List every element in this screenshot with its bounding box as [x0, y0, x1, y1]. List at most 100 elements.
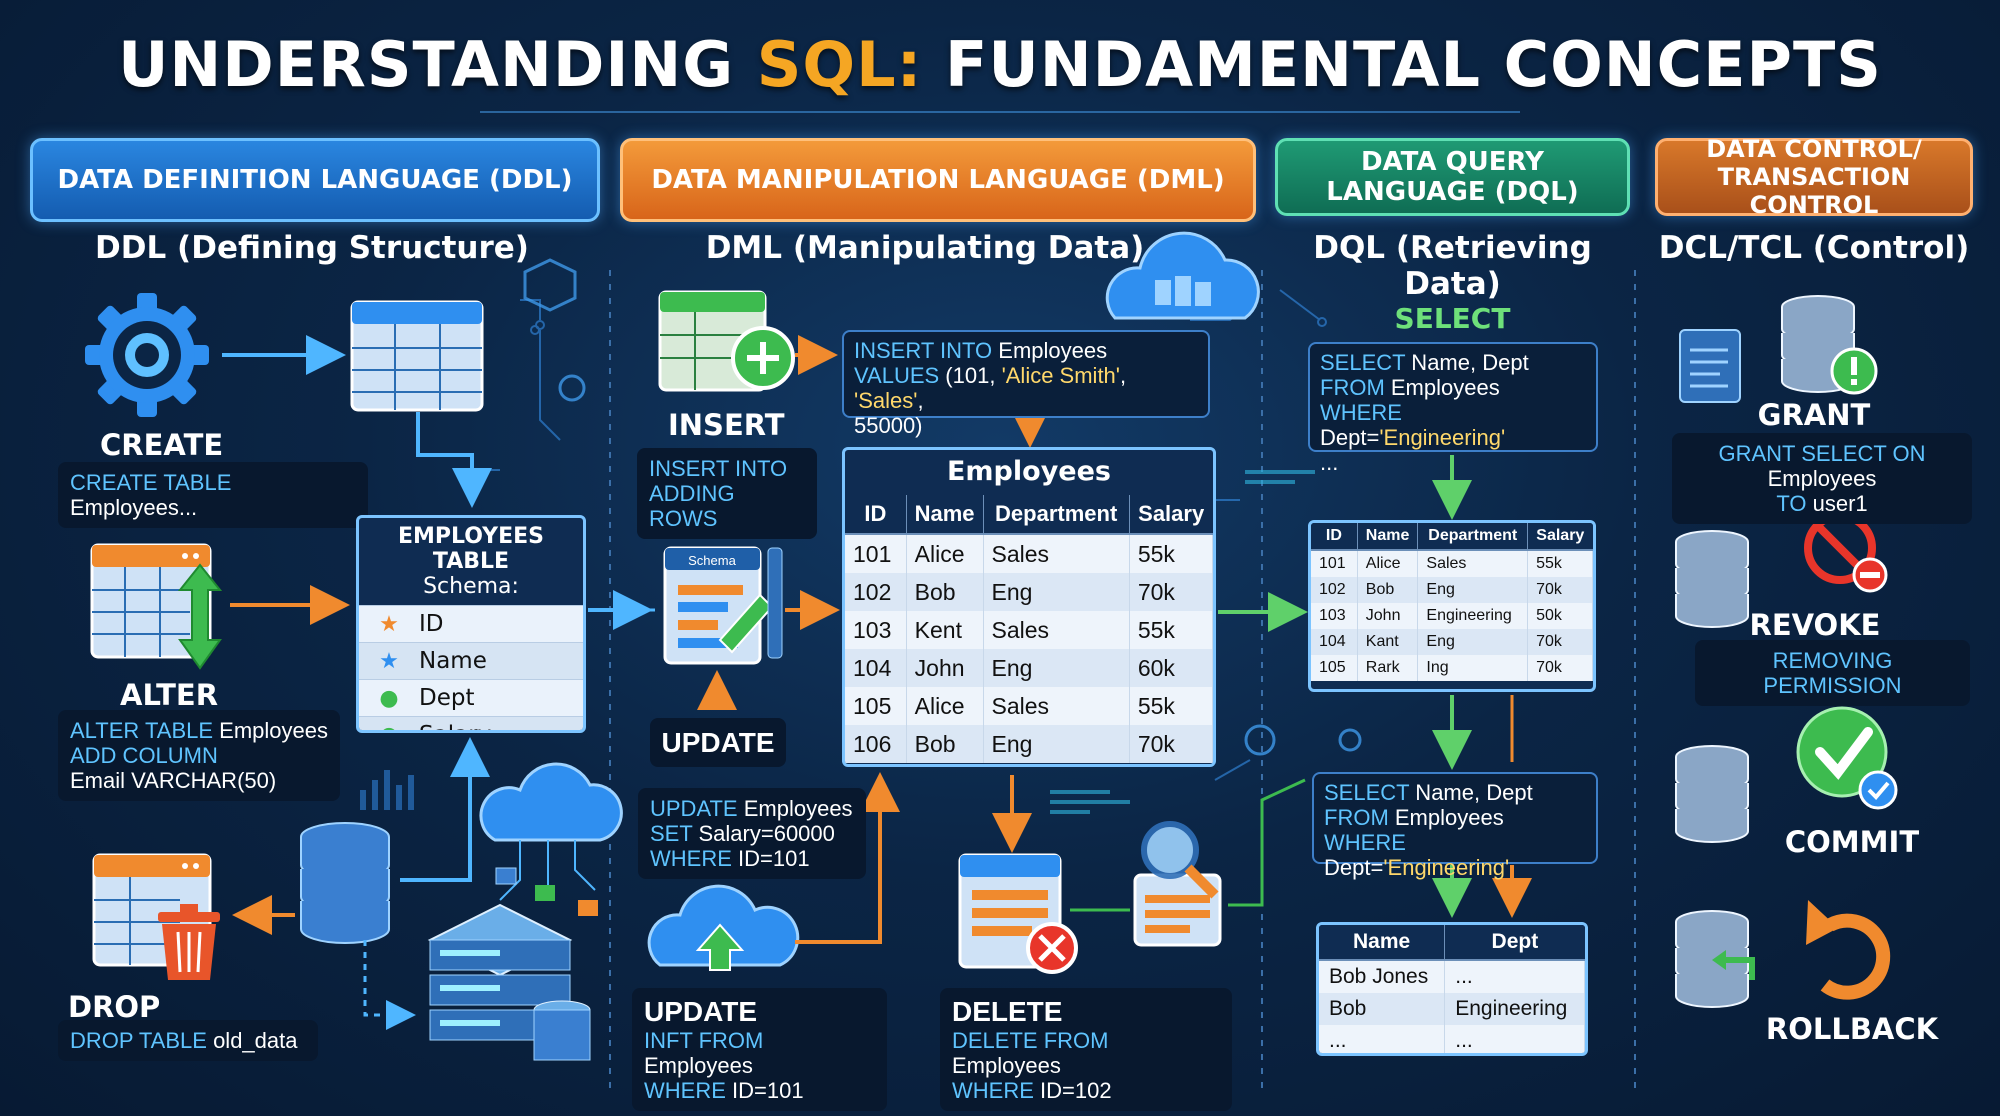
schema-icon-label: Schema: [688, 553, 736, 568]
table-cell: Eng: [1417, 629, 1529, 655]
table-cell: ...: [1444, 1025, 1585, 1053]
table-cell: Kant: [1357, 629, 1419, 655]
table-cell: Bob: [906, 725, 984, 763]
grant-code: GRANT SELECT ON Employees TO user1: [1672, 433, 1972, 524]
dql-result-row: ......: [1319, 1025, 1585, 1053]
table-cell: Bob: [906, 573, 984, 611]
select-code-1: SELECT Name, Dept FROM Employees WHERE D…: [1308, 342, 1598, 475]
update2-block: UPDATE INFT FROM Employees WHERE ID=101: [632, 988, 887, 1111]
table-cell: Eng: [983, 573, 1130, 611]
cloud-database-icon: [1105, 231, 1260, 320]
table-cell: 55k: [1129, 534, 1213, 573]
dml-subtitle: DML (Manipulating Data): [705, 230, 1145, 266]
table-cell: 70k: [1527, 577, 1593, 603]
table-cell: 105: [845, 687, 907, 725]
insert-desc: INSERT INTO ADDING ROWS: [637, 448, 817, 539]
table-cell: 101: [1311, 550, 1358, 577]
delete-block: DELETE DELETE FROM Employees WHERE ID=10…: [940, 988, 1232, 1111]
table-cell: Sales: [983, 687, 1130, 725]
table-cell: John: [906, 649, 984, 687]
create-label: CREATE: [100, 428, 224, 462]
schema-title: EMPLOYEES TABLE: [397, 524, 545, 574]
table-cell: 60k: [1129, 649, 1213, 687]
table-cell: Kent: [906, 611, 984, 649]
table-cell: Alice: [1357, 550, 1419, 577]
employees-title: Employees: [946, 456, 1111, 487]
table-cell: Alice: [906, 687, 984, 725]
table-cell: 55k: [1129, 611, 1213, 649]
select-code-2: SELECT Name, Dept FROM Employees WHERE D…: [1312, 772, 1598, 880]
schema-field: ●Dept: [359, 679, 583, 716]
dcl-subtitle: DCL/TCL (Control): [1658, 230, 1970, 266]
delete-label: DELETE: [952, 996, 1063, 1027]
table-cell: Ing: [1417, 655, 1529, 681]
table-cell: Sales: [983, 611, 1130, 649]
revoke-icon: [1804, 512, 1888, 593]
table-cell: Bob Jones: [1319, 960, 1446, 993]
table-cell: 70k: [1129, 725, 1213, 763]
cloud-icon: [479, 762, 623, 916]
database-icon: [300, 822, 390, 944]
revoke-database-icon: [1675, 530, 1749, 628]
server-icon: [427, 903, 591, 1061]
table-cell: Engineering: [1444, 993, 1585, 1025]
update-label: UPDATE: [650, 718, 786, 767]
commit-label: COMMIT: [1784, 825, 1920, 859]
table-cell: 55k: [1527, 550, 1593, 577]
title-accent: SQL:: [756, 28, 923, 101]
document-icon: [1679, 329, 1741, 403]
update-code: UPDATE Employees SET Salary=60000 WHERE …: [638, 788, 866, 879]
page-title: UNDERSTANDING SQL: FUNDAMENTAL CONCEPTS: [118, 28, 1882, 101]
table-cell: Bob: [1357, 577, 1419, 603]
table-cell: 101: [845, 534, 907, 573]
table-cell: Engineering: [1417, 603, 1529, 629]
rollback-label: ROLLBACK: [1765, 1012, 1939, 1046]
insert-label: INSERT: [668, 408, 785, 442]
table-cell: ...: [1319, 1025, 1446, 1053]
revoke-desc: REMOVING PERMISSION: [1695, 640, 1970, 706]
select-label: SELECT: [1394, 302, 1511, 335]
star-icon: ★: [379, 648, 399, 674]
table-cell: 104: [845, 649, 907, 687]
check-icon: [1796, 706, 1898, 810]
star-icon: ★: [379, 611, 399, 637]
dot-icon: ●: [379, 685, 399, 711]
table-cell: 70k: [1129, 573, 1213, 611]
alter-label: ALTER: [120, 678, 219, 712]
drop-label: DROP: [68, 990, 161, 1024]
dml-banner: DATA MANIPULATION LANGUAGE (DML): [620, 138, 1256, 222]
table-cell: Rark: [1357, 655, 1419, 681]
grant-database-icon: [1781, 295, 1878, 395]
update2-label: UPDATE: [644, 996, 758, 1027]
insert-code: INSERT INTO Employees VALUES (101, 'Alic…: [842, 330, 1210, 438]
commit-database-icon: [1675, 745, 1749, 843]
table-grid-icon: [350, 300, 484, 412]
delete-table-icon: [958, 853, 1078, 974]
schema-field: ★Name: [359, 642, 583, 679]
table-cell: 70k: [1527, 655, 1593, 681]
rollback-database-icon: [1675, 910, 1755, 1008]
table-cell: 50k: [1527, 603, 1593, 629]
table-cell: Sales: [1417, 550, 1529, 577]
table-cell: 103: [845, 611, 907, 649]
dot-icon: ●: [359, 723, 419, 731]
undo-icon: [1806, 900, 1891, 1000]
table-cell: ...: [1444, 960, 1585, 993]
table-cell: 104: [1311, 629, 1358, 655]
schema-field: ●Salary: [359, 716, 583, 731]
dcl-banner: DATA CONTROL/ TRANSACTION CONTROL: [1655, 135, 1973, 219]
alter-table-icon: [90, 543, 223, 670]
ddl-subtitle: DDL (Defining Structure): [95, 230, 529, 266]
schema-field: ★ID: [359, 605, 583, 642]
table-cell: Eng: [983, 649, 1130, 687]
table-cell: Sales: [983, 534, 1130, 573]
